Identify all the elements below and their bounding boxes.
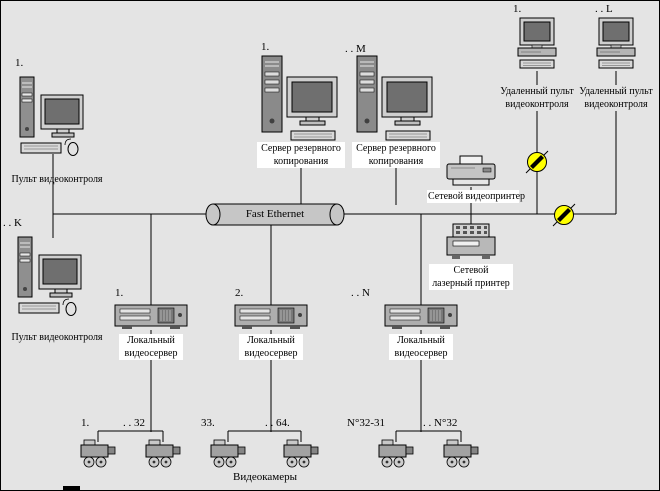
laser-printer-label: Сетевой лазерный принтер <box>429 264 513 290</box>
video-server-1-number: 1. <box>115 287 124 299</box>
laser-printer-icon <box>446 223 496 268</box>
remote-console-l-label: Удаленный пульт видеоконтроля <box>574 85 658 111</box>
video-server-2-number: 2. <box>235 287 244 299</box>
backup-server-m-number: . . M <box>345 43 366 55</box>
video-server-icon <box>114 303 188 336</box>
video-printer-icon <box>445 155 497 194</box>
server-tower-monitor-icon <box>261 55 341 148</box>
camera-n32-number: . . N°32 <box>423 417 458 429</box>
camera-64-number: . . 64. <box>265 417 290 429</box>
video-camera-icon <box>209 439 247 474</box>
video-camera-icon <box>79 439 117 474</box>
video-server-1-label: Локальный видеосервер <box>119 334 183 360</box>
camera-32-number: . . 32 <box>123 417 145 429</box>
camera-33-number: 33. <box>201 417 215 429</box>
console-k-label: Пульт видеоконтроля <box>11 332 103 343</box>
bus-label: Fast Ethernet <box>245 208 305 220</box>
video-server-2-label: Локальный видеосервер <box>239 334 303 360</box>
remote-console-1-label: Удаленный пульт видеоконтроля <box>495 85 579 111</box>
video-camera-icon <box>282 439 320 474</box>
video-camera-icon <box>144 439 182 474</box>
video-server-icon <box>234 303 308 336</box>
workstation-icon <box>19 71 97 164</box>
remote-terminal-icon <box>594 17 638 76</box>
video-camera-icon <box>377 439 415 474</box>
border-mark <box>63 486 80 490</box>
video-camera-icon <box>442 439 480 474</box>
console-k-number: . . K <box>3 217 22 229</box>
camera-1-number: 1. <box>81 417 90 429</box>
remote-console-l-number: . . L <box>595 3 613 15</box>
backup-server-m-label: Сервер резервного копирования <box>352 142 440 168</box>
backup-server-1-number: 1. <box>261 41 270 53</box>
remote-terminal-icon <box>515 17 559 76</box>
video-server-n-label: Локальный видеосервер <box>389 334 453 360</box>
server-tower-monitor-icon <box>356 55 436 148</box>
video-server-n-number: . . N <box>351 287 370 299</box>
camera-n32-31-number: N°32-31 <box>347 417 386 429</box>
cameras-group-label: Видеокамеры <box>233 471 297 483</box>
backup-server-1-label: Сервер резервного копирования <box>257 142 345 168</box>
beacon-1-icon <box>525 150 549 179</box>
remote-console-1-number: 1. <box>513 3 522 15</box>
beacon-2-icon <box>552 203 576 232</box>
console-1-number: 1. <box>15 57 24 69</box>
fast-ethernet-pipe-icon <box>205 203 345 226</box>
video-server-icon <box>384 303 458 336</box>
console-1-label: Пульт видеоконтроля <box>11 174 103 185</box>
video-printer-label: Сетевой видеопринтер <box>427 190 526 203</box>
workstation-icon <box>17 231 95 324</box>
